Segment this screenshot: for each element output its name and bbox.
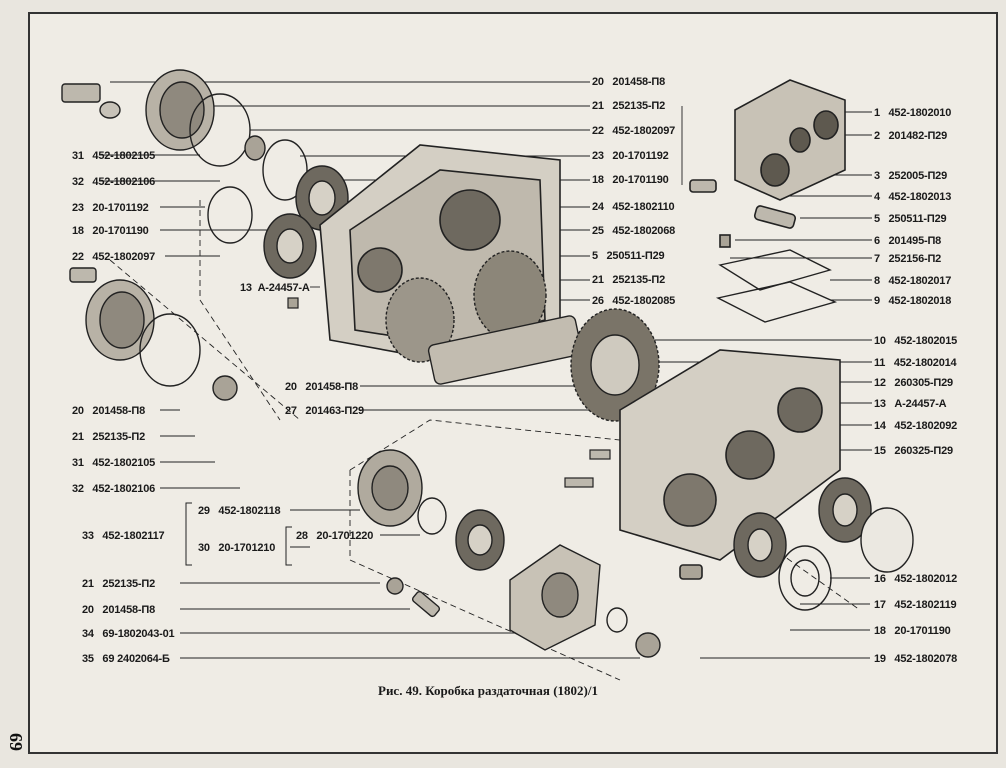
callout-right-1: 20 201458-П8 bbox=[592, 76, 666, 88]
housing-right-half bbox=[619, 349, 841, 580]
callout-far-right-11: 11 452-1802014 bbox=[874, 357, 957, 369]
gaskets bbox=[715, 249, 838, 323]
callout-far-right-4: 4 452-1802013 bbox=[874, 191, 952, 203]
output-flange-assembly bbox=[357, 449, 661, 658]
callout-right-2: 21 252135-П2 bbox=[592, 100, 666, 112]
callout-far-right-14: 14 452-1802092 bbox=[874, 420, 958, 432]
callout-far-right-7: 7 252156-П2 bbox=[874, 253, 942, 265]
callout-far-right-8: 8 452-1802017 bbox=[874, 275, 952, 287]
callout-left-1: 31 452-1802105 bbox=[72, 150, 156, 162]
callout-right-8: 5 250511-П29 bbox=[592, 250, 665, 262]
front-cover bbox=[61, 69, 266, 167]
callout-far-right-18: 18 20-1701190 bbox=[874, 625, 951, 637]
callout-right-5: 18 20-1701190 bbox=[592, 174, 669, 186]
callout-right-10: 26 452-1802085 bbox=[592, 295, 676, 307]
callout-far-right-2: 2 201482-П29 bbox=[874, 130, 948, 142]
gear-cluster bbox=[385, 250, 660, 422]
callout-bottom-7: 34 69-1802043-01 bbox=[82, 628, 175, 640]
callout-left-3: 23 20-1701192 bbox=[72, 202, 149, 214]
callout-bottom-5: 21 252135-П2 bbox=[82, 578, 156, 590]
callout-bottom-6: 20 201458-П8 bbox=[82, 604, 156, 616]
callout-far-right-9: 9 452-1802018 bbox=[874, 295, 952, 307]
callout-bottom-8: 35 69 2402064-Б bbox=[82, 653, 170, 665]
callout-left-12: 32 452-1802106 bbox=[72, 483, 156, 495]
callout-right-9: 21 252135-П2 bbox=[592, 274, 666, 286]
callout-left-5: 22 452-1802097 bbox=[72, 251, 156, 263]
callout-left-8: 27 201463-П29 bbox=[285, 405, 364, 417]
callout-left-9: 20 201458-П8 bbox=[72, 405, 146, 417]
callout-far-right-12: 12 260305-П29 bbox=[874, 377, 953, 389]
callout-far-right-17: 17 452-1802119 bbox=[874, 599, 957, 611]
callout-far-right-10: 10 452-1802015 bbox=[874, 335, 958, 347]
small-bolts bbox=[287, 297, 611, 488]
figure-caption: Рис. 49. Коробка раздаточная (1802)/1 bbox=[378, 683, 598, 698]
callout-bottom-2: 33 452-1802117 bbox=[82, 530, 165, 542]
callout-right-7: 25 452-1802068 bbox=[592, 225, 676, 237]
callout-left-2: 32 452-1802106 bbox=[72, 176, 156, 188]
callout-far-right-5: 5 250511-П29 bbox=[874, 213, 947, 225]
callout-far-right-1: 1 452-1802010 bbox=[874, 107, 952, 119]
callout-left-10: 21 252135-П2 bbox=[72, 431, 146, 443]
callout-far-right-13: 13 А-24457-А bbox=[874, 398, 947, 410]
bearings-upper bbox=[207, 139, 349, 279]
callout-right-6: 24 452-1802110 bbox=[592, 201, 675, 213]
callout-left-4: 18 20-1701190 bbox=[72, 225, 149, 237]
callout-left-6: 13 А-24457-А bbox=[240, 282, 310, 294]
callout-far-right-15: 15 260325-П29 bbox=[874, 445, 953, 457]
bearings-lower-right bbox=[733, 477, 914, 611]
callout-bottom-1: 29 452-1802118 bbox=[198, 505, 281, 517]
callout-far-right-19: 19 452-1802078 bbox=[874, 653, 958, 665]
callout-bottom-4: 28 20-1701220 bbox=[296, 530, 374, 542]
callout-left-7: 20 201458-П8 bbox=[285, 381, 359, 393]
callout-right-4: 23 20-1701192 bbox=[592, 150, 669, 162]
rear-cover bbox=[69, 267, 238, 401]
callout-far-right-6: 6 201495-П8 bbox=[874, 235, 942, 247]
callout-right-3: 22 452-1802097 bbox=[592, 125, 676, 137]
callout-left-11: 31 452-1802105 bbox=[72, 457, 156, 469]
callout-far-right-3: 3 252005-П29 bbox=[874, 170, 948, 182]
callout-bottom-3: 30 20-1701210 bbox=[198, 542, 276, 554]
housing-top-right bbox=[689, 79, 846, 248]
callout-far-right-16: 16 452-1802012 bbox=[874, 573, 958, 585]
